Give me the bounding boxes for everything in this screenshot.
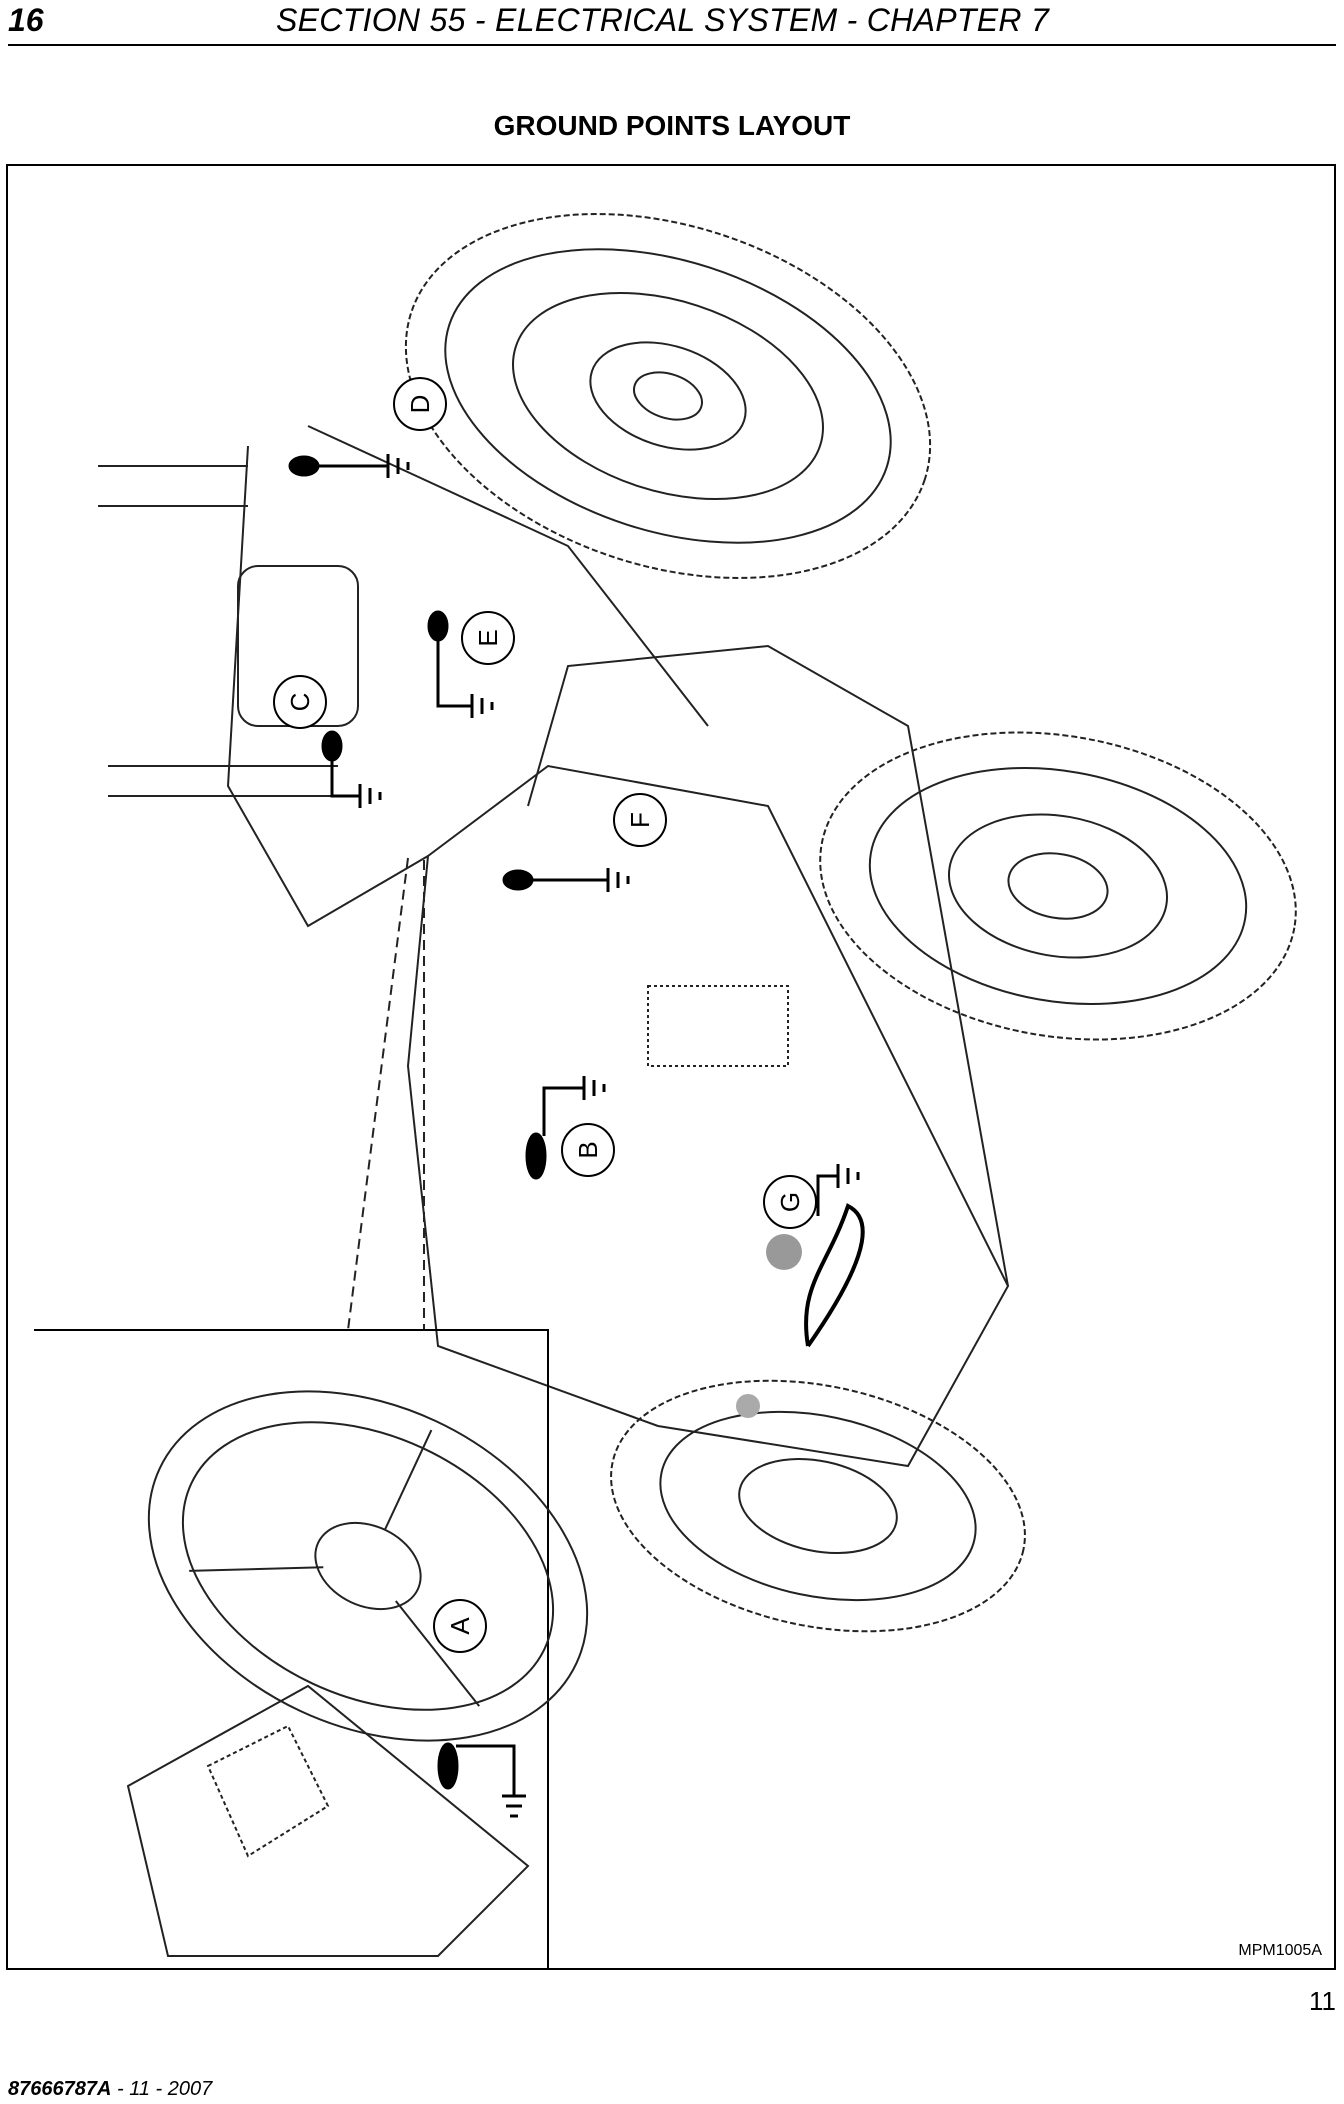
callout-label-f: F (625, 812, 655, 828)
tractor-line-drawing: D E C F B G A (34, 213, 1297, 1968)
callout-label-b: B (573, 1141, 603, 1158)
page-header: 16 SECTION 55 - ELECTRICAL SYSTEM - CHAP… (8, 0, 1336, 46)
figure-title: GROUND POINTS LAYOUT (493, 110, 851, 141)
front-wheel-bottom-drawing (610, 1379, 1026, 1633)
hood-outline (406, 764, 1010, 1468)
doc-number: 87666787A (8, 2078, 112, 2100)
rear-wheel-drawing (404, 213, 932, 579)
callout-label-c: C (285, 693, 315, 712)
callout-label-a: A (445, 1617, 475, 1635)
callout-label-g: G (775, 1192, 805, 1212)
page-number: 16 (8, 2, 44, 38)
ground-symbols (288, 454, 860, 1818)
steering-wheel-drawing (147, 1390, 589, 1742)
callout-label-e: E (473, 629, 503, 646)
callout-circles (273, 377, 817, 1653)
inset-frame (34, 1329, 549, 1968)
ground-points-diagram: D E C F B G A MPM1005A (6, 164, 1336, 1970)
figure-id: MPM1005A (1238, 1942, 1322, 1959)
doc-date: - 11 - 2007 (111, 2078, 213, 2100)
section-title: SECTION 55 - ELECTRICAL SYSTEM - CHAPTER… (276, 2, 1050, 38)
front-wheel-right-drawing (819, 731, 1297, 1041)
callout-label-d: D (405, 395, 435, 414)
figure-number: 11 (1309, 1986, 1336, 2016)
page-footer: 87666787A - 11 - 2007 (8, 2078, 212, 2101)
